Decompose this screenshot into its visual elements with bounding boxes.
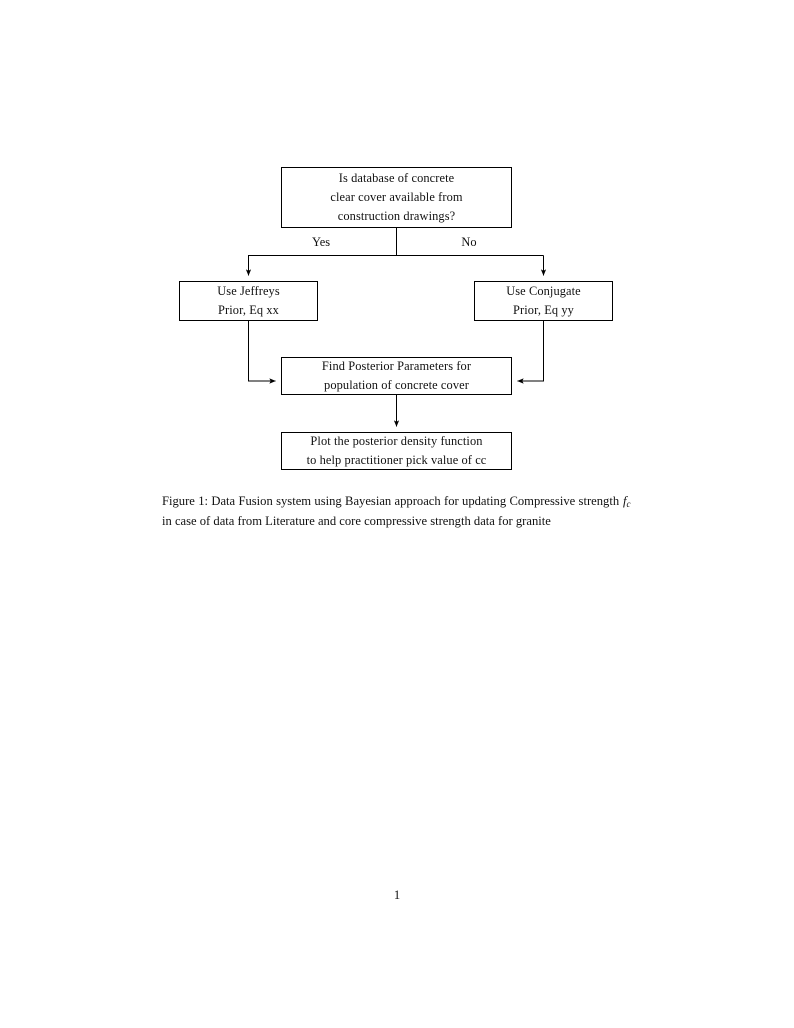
jeffreys-prior-node: Use Jeffreys Prior, Eq xx xyxy=(179,281,318,321)
figure-caption-text-part2: in case of data from Literature and core… xyxy=(162,513,551,528)
math-base-f: f xyxy=(622,494,627,508)
decision-node: Is database of concrete clear cover avai… xyxy=(281,167,512,228)
posterior-parameters-node-line-2: population of concrete cover xyxy=(324,378,469,392)
figure-caption-label: Figure 1: xyxy=(162,494,209,508)
flowchart-connectors xyxy=(245,228,547,427)
decision-node-line-1: Is database of concrete xyxy=(338,170,455,185)
jeffreys-prior-node-line-2: Prior, Eq xx xyxy=(218,303,279,317)
figure-caption-text-part1: Data Fusion system using Bayesian approa… xyxy=(211,494,620,508)
conjugate-prior-node: Use Conjugate Prior, Eq yy xyxy=(474,281,613,321)
jeffreys-prior-node-line-1: Use Jeffreys xyxy=(217,283,280,298)
plot-density-node-line-2: to help practitioner pick value of cc xyxy=(306,453,487,467)
math-subscript-c: c xyxy=(626,498,631,509)
page-number: 1 xyxy=(393,888,401,902)
plot-density-node-line-1: Plot the posterior density function xyxy=(310,433,483,448)
posterior-parameters-node: Find Posterior Parameters for population… xyxy=(281,357,512,395)
plot-density-node: Plot the posterior density function to h… xyxy=(281,432,512,470)
figure-flowchart: Is database of concrete clear cover avai… xyxy=(0,0,794,490)
figure-caption-math-fc: fc xyxy=(622,494,631,509)
decision-node-line-3: construction drawings? xyxy=(337,209,456,224)
posterior-parameters-node-line-1: Find Posterior Parameters for xyxy=(321,358,472,373)
conjugate-prior-node-line-1: Use Conjugate xyxy=(506,283,581,298)
edge-label-yes: Yes xyxy=(311,235,331,249)
figure-caption: Figure 1: Data Fusion system using Bayes… xyxy=(162,492,631,531)
conjugate-prior-node-line-2: Prior, Eq yy xyxy=(513,303,574,317)
edge-label-no: No xyxy=(461,235,477,249)
decision-node-line-2: clear cover available from xyxy=(330,189,463,204)
